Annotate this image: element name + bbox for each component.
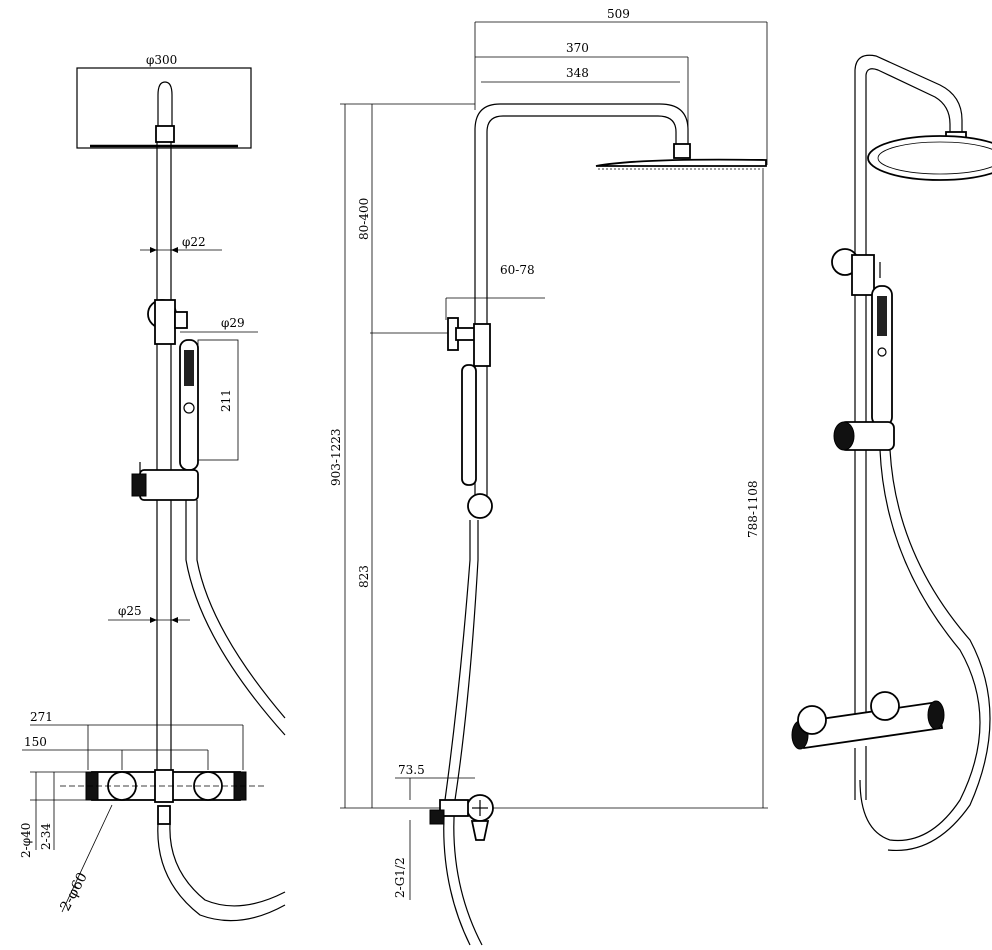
persp-shower-head [867, 135, 992, 181]
front-left-escutcheon [107, 771, 137, 801]
mixer-width-label: 271 [30, 710, 53, 724]
inlet-spacing-label: 2-34 [39, 823, 53, 850]
side-mixer-handle [429, 809, 445, 825]
side-view: 509 370 348 80-400 903-1223 823 788-1108… [329, 7, 768, 946]
front-hose-inner [196, 500, 286, 719]
side-shower-arm-inner [486, 115, 677, 500]
side-hand-shower [461, 364, 477, 486]
head-height-label: 788-1108 [746, 481, 760, 539]
persp-riser-inner [865, 68, 951, 720]
persp-hand-shower-button [877, 347, 887, 357]
bracket-offset-label: 60-78 [500, 263, 535, 277]
pipe-diameter-label: φ22 [182, 235, 206, 249]
total-reach-label: 509 [607, 7, 630, 21]
front-hand-shower-nozzles [184, 350, 194, 386]
side-head-connector [673, 143, 691, 159]
front-slide-knob [131, 473, 147, 497]
handset-diameter-label: φ29 [221, 316, 245, 330]
persp-hose-outer [859, 449, 981, 842]
side-bracket-clamp [473, 323, 491, 367]
persp-hose-inner [887, 449, 991, 852]
side-hose-outer [443, 520, 471, 946]
front-slide-holder [139, 469, 199, 501]
inlet-thread-label: 2-G1/2 [393, 857, 407, 898]
riser-diameter-label: φ25 [118, 604, 142, 618]
side-shower-head [595, 158, 767, 167]
front-bracket-clamp [154, 299, 176, 345]
side-shower-arm-outer [474, 103, 689, 500]
dim-box-handset [197, 339, 239, 461]
persp-riser-outer [854, 54, 963, 720]
persp-shower-head-inner [877, 141, 992, 175]
arm-reach-min-label: 348 [566, 66, 589, 80]
flange-diameter-label: 2-φ40 [19, 823, 33, 858]
front-gooseneck [157, 81, 173, 128]
front-view: φ22 φ29 211 φ25 271 150 [19, 67, 286, 922]
front-hand-shower-button [183, 402, 195, 414]
dim-arrow-riser-right [171, 617, 178, 623]
persp-slide-knob [833, 421, 855, 451]
front-hose-loop-outer [157, 823, 286, 922]
dim-arrow-riser-left [150, 617, 157, 623]
front-hose-outer [185, 500, 286, 736]
dim-leader-escutcheon [61, 804, 113, 913]
inlet-offset-label: 73.5 [398, 763, 425, 777]
perspective-view [791, 54, 992, 852]
persp-hand-shower-nozzles [877, 296, 887, 336]
persp-bracket-clamp [851, 254, 875, 296]
inlet-centers-label: 150 [24, 735, 47, 749]
dim-arrow-pipe-left [150, 247, 157, 253]
overall-height-label: 903-1223 [329, 429, 343, 487]
upper-height-label: 80-400 [357, 198, 371, 240]
front-head-connector [155, 125, 175, 143]
front-mixer-outlet [157, 805, 171, 825]
persp-mixer-right-handle [927, 700, 945, 730]
front-hose-loop-inner [169, 823, 286, 907]
handset-length-label: 211 [219, 389, 233, 412]
side-mixer-inlet [439, 799, 469, 817]
persp-left-escutcheon [797, 705, 827, 735]
lower-height-label: 823 [357, 565, 371, 588]
arm-reach-max-label: 370 [566, 41, 589, 55]
side-slide-knob [467, 493, 493, 519]
head-diameter-label: φ300 [146, 53, 177, 67]
front-bracket-knob [174, 311, 188, 329]
dim-arrow-pipe-right [171, 247, 178, 253]
side-hose-inner [453, 520, 483, 946]
persp-right-escutcheon [870, 691, 900, 721]
escutcheon-diameter-label: 2-φ60 [57, 870, 91, 914]
side-bracket-arm [455, 327, 477, 341]
side-mixer-outlet [470, 820, 490, 841]
